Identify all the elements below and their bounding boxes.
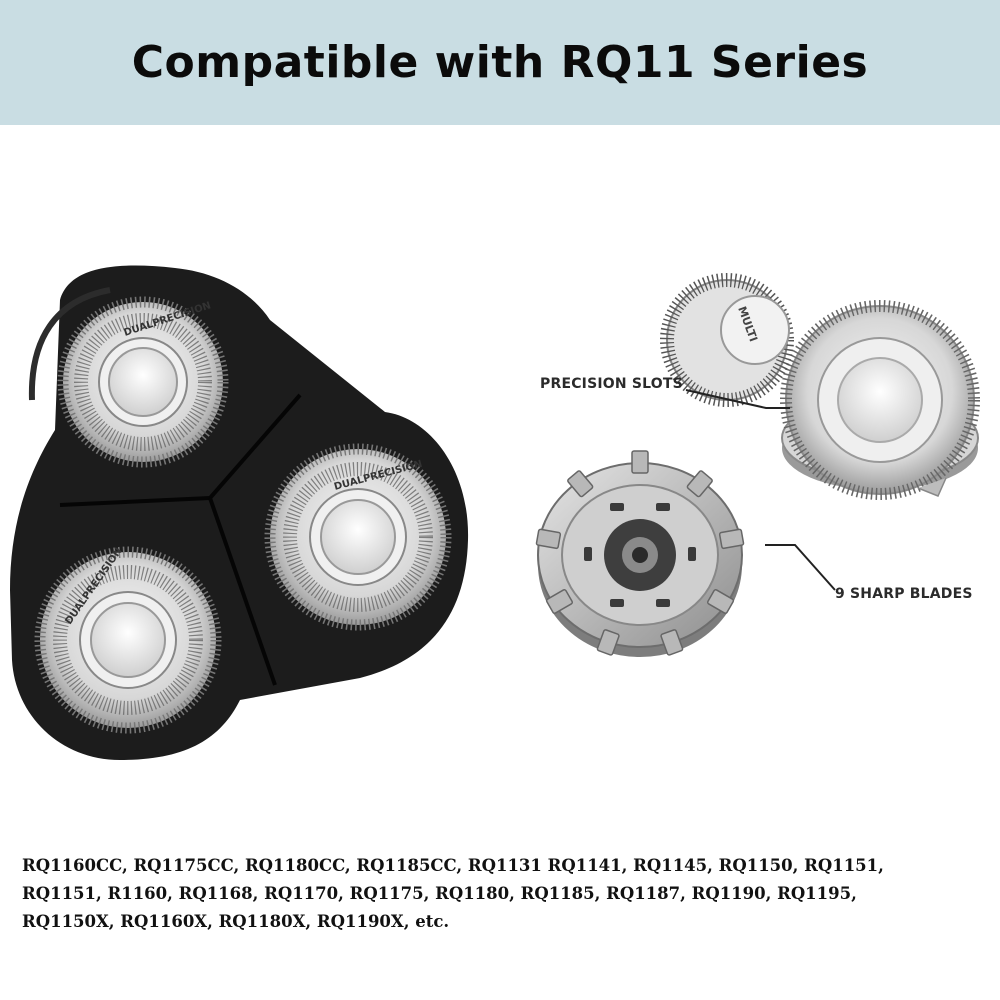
models-line-1: RQ1160CC, RQ1175CC, RQ1180CC, RQ1185CC, …: [22, 856, 884, 875]
sharp-blades-connector: [765, 544, 836, 591]
magnifier-inset: MULTI: [660, 273, 794, 407]
detail-blade-wheel: [535, 450, 745, 657]
models-line-3: RQ1150X, RQ1160X, RQ1180X, RQ1190X, etc.: [22, 912, 450, 931]
compatible-models-list: RQ1160CC, RQ1175CC, RQ1180CC, RQ1185CC, …: [22, 852, 982, 936]
precision-slots-connector: [685, 389, 790, 409]
models-line-2: RQ1151, R1160, RQ1168, RQ1170, RQ1175, R…: [22, 884, 857, 903]
detail-cutter-ring: [780, 300, 980, 500]
page-title: Compatible with RQ11 Series: [131, 37, 869, 88]
shaver-head-bottom: [34, 546, 222, 734]
product-illustration: DUALPRECISION DUALPRECISION DUALPRECISIO…: [10, 265, 980, 760]
shaver-head-top: [57, 296, 229, 468]
shaver-head-right: [264, 443, 452, 631]
header-banner: Compatible with RQ11 Series: [0, 0, 1000, 125]
sharp-blades-label: 9 SHARP BLADES: [835, 586, 973, 602]
precision-slots-label: PRECISION SLOTS: [540, 376, 683, 392]
